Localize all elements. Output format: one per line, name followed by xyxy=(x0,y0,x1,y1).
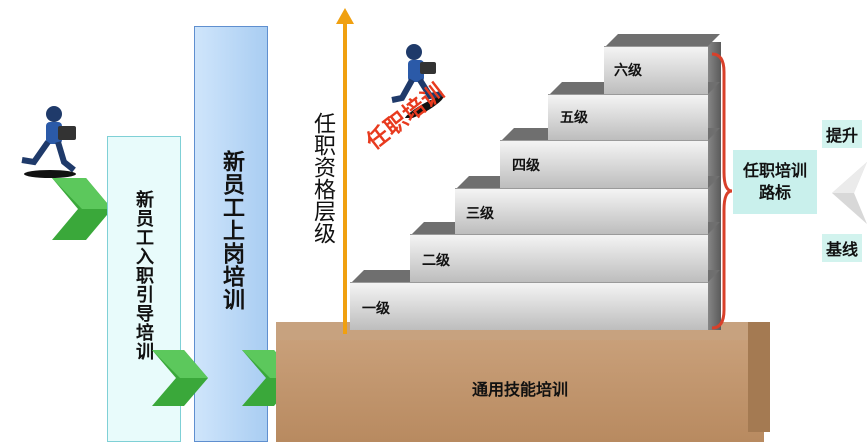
step-level-2-label: 二级 xyxy=(422,253,450,269)
running-man-icon xyxy=(391,44,444,118)
staircase-side xyxy=(707,42,721,330)
general-skills-box xyxy=(276,338,764,442)
general-skills-box-side xyxy=(748,322,770,432)
onboarding-training-label: 新员工上岗培训 xyxy=(219,150,244,311)
qualification-axis-line xyxy=(343,20,347,334)
chevron-arrow-icon xyxy=(52,178,112,240)
step-level-5 xyxy=(548,94,708,140)
step-level-3 xyxy=(455,188,708,234)
running-man-icon xyxy=(21,106,76,178)
roadmap-label-box: 任职培训路标 xyxy=(733,150,817,214)
step-level-1-label: 一级 xyxy=(362,301,390,317)
onboarding-training-panel xyxy=(194,26,268,442)
baseline-label: 基线 xyxy=(822,234,863,262)
lift-label: 提升 xyxy=(822,120,863,148)
chevron-arrow-icon xyxy=(152,350,208,406)
step-level-6 xyxy=(604,46,708,94)
arrow-up-icon xyxy=(336,8,354,24)
step-level-2 xyxy=(410,234,708,282)
step-level-5-label: 五级 xyxy=(560,110,588,126)
step-level-6-top xyxy=(606,34,720,46)
step-level-1 xyxy=(350,282,708,330)
step-level-4 xyxy=(500,140,708,188)
gray-arrow-icon xyxy=(832,162,867,224)
roadmap-label: 任职培训路标 xyxy=(742,161,807,202)
general-skills-label: 通用技能培训 xyxy=(471,380,568,399)
orientation-training-label: 新员工入职引导培训 xyxy=(133,190,154,361)
step-level-3-label: 三级 xyxy=(466,206,494,222)
qualification-axis-label: 任职资格层级 xyxy=(310,112,335,244)
step-level-6-label: 六级 xyxy=(614,63,642,79)
step-level-4-label: 四级 xyxy=(512,158,540,174)
bracket-icon xyxy=(711,52,733,330)
